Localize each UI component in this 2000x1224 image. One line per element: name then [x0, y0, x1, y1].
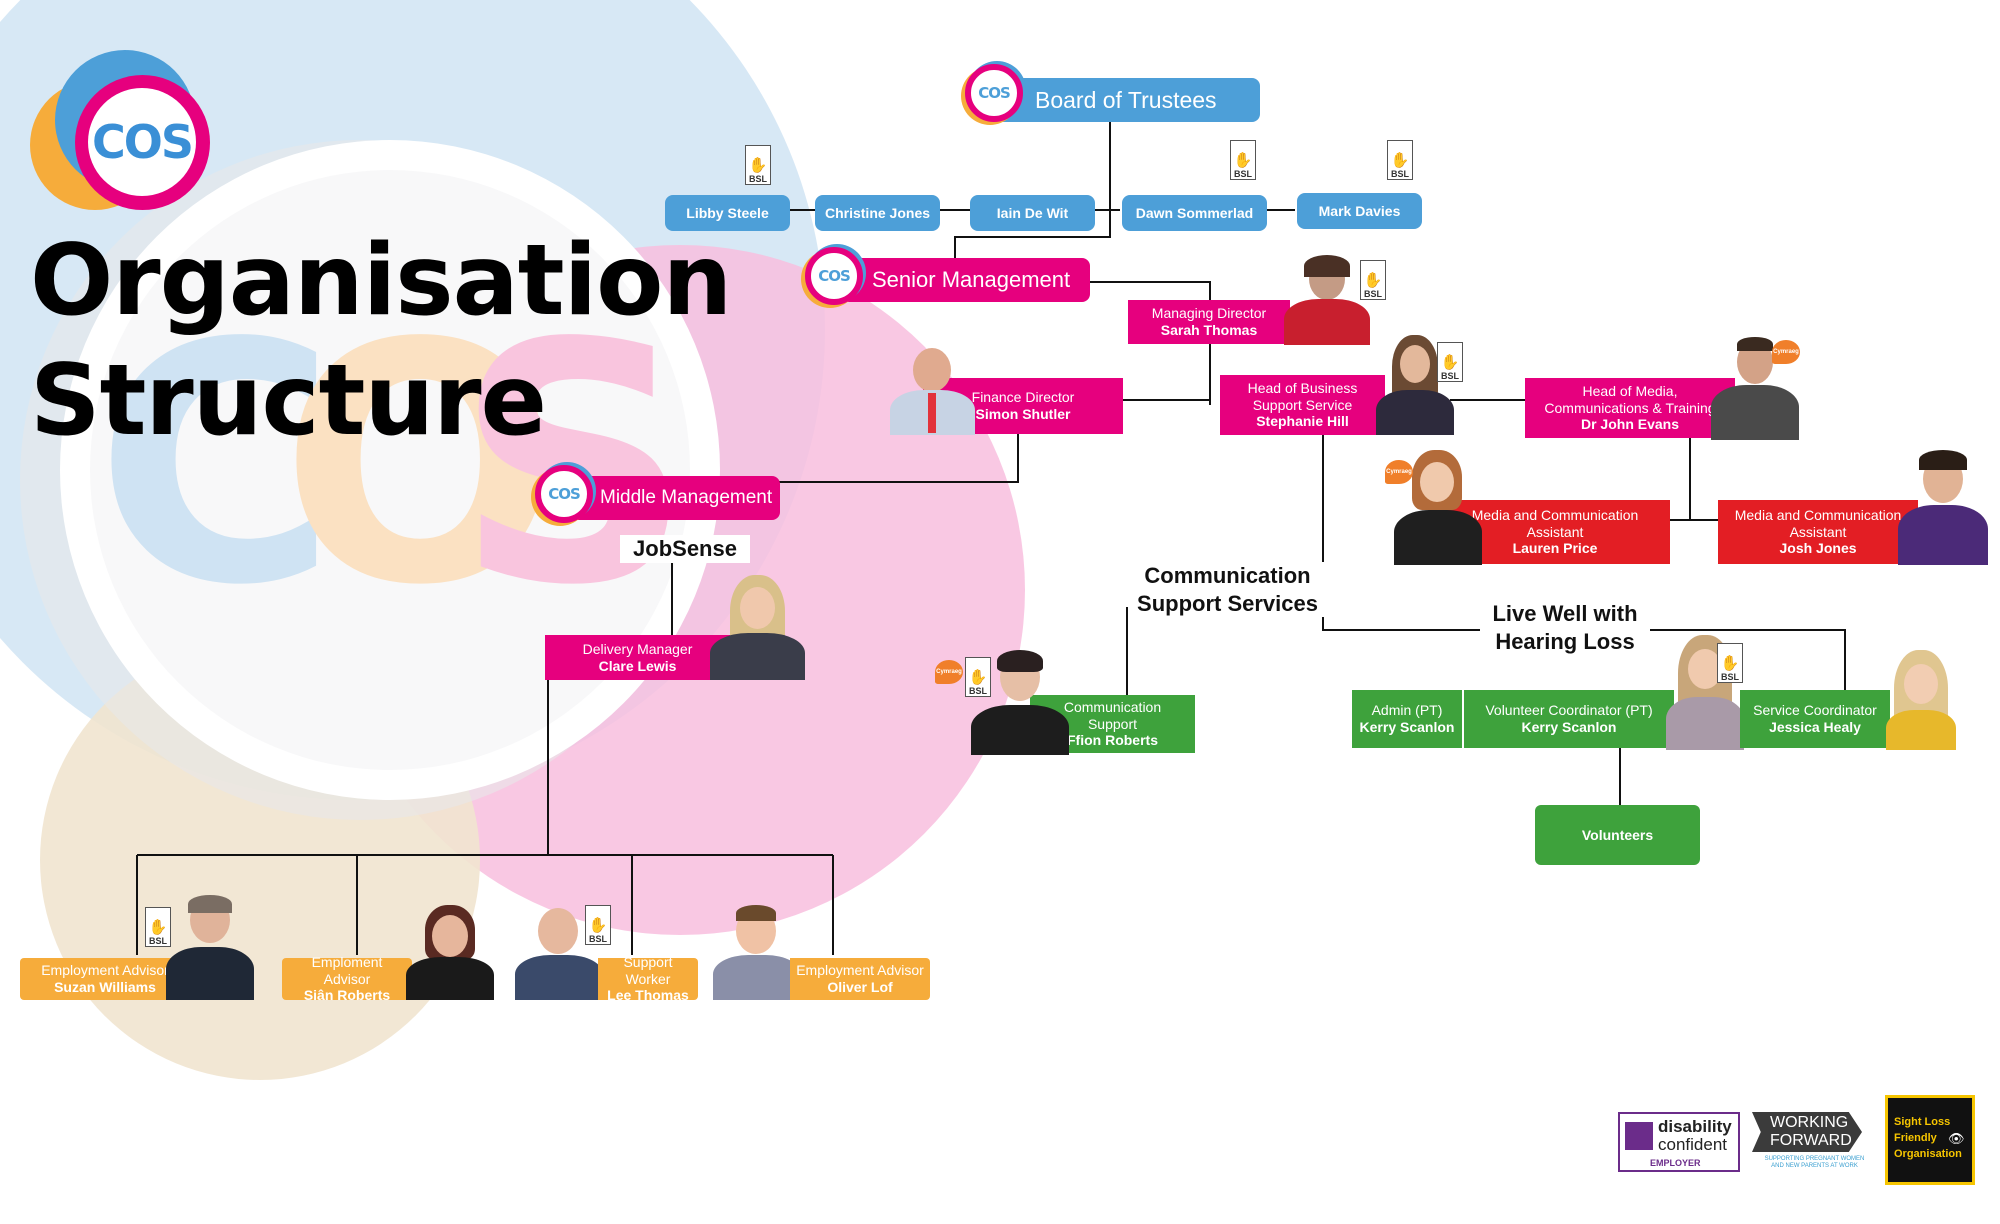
watermark-s: S — [455, 273, 693, 657]
senior-management-header: Senior Management — [830, 258, 1090, 302]
logo-text: COS — [92, 115, 194, 169]
trustee-dawn-sommerlad: Dawn Sommerlad — [1122, 195, 1267, 231]
cymraeg-icon: Cymraeg — [1772, 340, 1800, 364]
staff-lee-thomas: Support Worker Lee Thomas — [598, 954, 698, 1003]
delivery-manager-box: Delivery Manager Clare Lewis — [545, 635, 730, 680]
staff-sian-roberts: Emploment Advisor Siân Roberts — [282, 954, 412, 1003]
photo-suzan-williams — [160, 895, 260, 1000]
title-line2: Structure — [30, 344, 547, 458]
media-assistant-josh-jones: Media and Communication Assistant Josh J… — [1718, 500, 1918, 564]
middle-cos-icon: COS — [535, 465, 593, 523]
bsl-icon: ✋BSL — [1717, 643, 1743, 683]
working-forward-logo: WORKING FORWARD SUPPORTING PREGNANT WOME… — [1752, 1112, 1872, 1172]
bsl-icon: ✋BSL — [965, 657, 991, 697]
trustee-christine-jones: Christine Jones — [815, 195, 940, 231]
staff-suzan-williams: Employment Advisor Suzan Williams — [20, 958, 190, 1000]
senior-cos-icon: COS — [805, 247, 863, 305]
photo-josh-jones — [1893, 450, 1993, 565]
photo-jessica-healy — [1878, 650, 1963, 750]
sight-loss-friendly-logo: Sight Loss Friendly 👁 Organisation — [1885, 1095, 1975, 1185]
disability-confident-logo: disability confident EMPLOYER — [1618, 1112, 1740, 1172]
photo-simon-shutler — [885, 345, 980, 435]
section-jobsense: JobSense — [620, 535, 750, 563]
bsl-icon: ✋BSL — [145, 907, 171, 947]
photo-sian-roberts — [400, 905, 500, 1000]
volunteer-coordinator-box: Volunteer Coordinator (PT) Kerry Scanlon — [1464, 690, 1674, 748]
eye-icon: 👁 — [1948, 1131, 1965, 1146]
photo-sarah-thomas — [1272, 255, 1382, 345]
photo-ffion-roberts — [965, 650, 1075, 755]
trustee-mark-davies: Mark Davies — [1297, 193, 1422, 229]
cymraeg-icon: Cymraeg — [935, 660, 963, 684]
trustee-libby-steele: Libby Steele — [665, 195, 790, 231]
photo-lee-thomas — [510, 905, 605, 1000]
bsl-icon: ✋BSL — [1437, 342, 1463, 382]
section-communication-support: Communication Support Services — [1130, 562, 1325, 617]
bsl-icon: ✋BSL — [1230, 140, 1256, 180]
trustee-iain-de-wit: Iain De Wit — [970, 195, 1095, 231]
bsl-icon: ✋BSL — [745, 145, 771, 185]
head-of-business-support-box: Head of Business Support Service Stephan… — [1220, 375, 1385, 435]
staff-oliver-lof: Employment Advisor Oliver Lof — [790, 958, 930, 1000]
photo-kerry-scanlon — [1660, 635, 1750, 750]
photo-oliver-lof — [708, 905, 803, 1000]
watermark-o: O — [280, 273, 561, 657]
board-cos-icon: COS — [965, 64, 1023, 122]
section-live-well: Live Well with Hearing Loss — [1480, 600, 1650, 655]
bsl-icon: ✋BSL — [585, 905, 611, 945]
head-of-media-box: Head of Media, Communications & Training… — [1525, 378, 1735, 438]
photo-lauren-price — [1390, 450, 1485, 565]
service-coordinator-box: Service Coordinator Jessica Healy — [1740, 690, 1890, 748]
photo-clare-lewis — [705, 575, 810, 680]
photo-john-evans — [1705, 335, 1805, 440]
cos-logo: COS — [30, 50, 210, 220]
watermark-c: C — [95, 273, 338, 657]
managing-director-box: Managing Director Sarah Thomas — [1128, 300, 1290, 344]
board-of-trustees-header: Board of Trustees — [985, 78, 1260, 122]
admin-box: Admin (PT) Kerry Scanlon — [1352, 690, 1462, 748]
volunteers-box: Volunteers — [1535, 805, 1700, 865]
bsl-icon: ✋BSL — [1360, 260, 1386, 300]
title-line1: Organisation — [30, 224, 732, 338]
cymraeg-icon: Cymraeg — [1385, 460, 1413, 484]
photo-stephanie-hill — [1370, 335, 1460, 435]
bsl-icon: ✋BSL — [1387, 140, 1413, 180]
